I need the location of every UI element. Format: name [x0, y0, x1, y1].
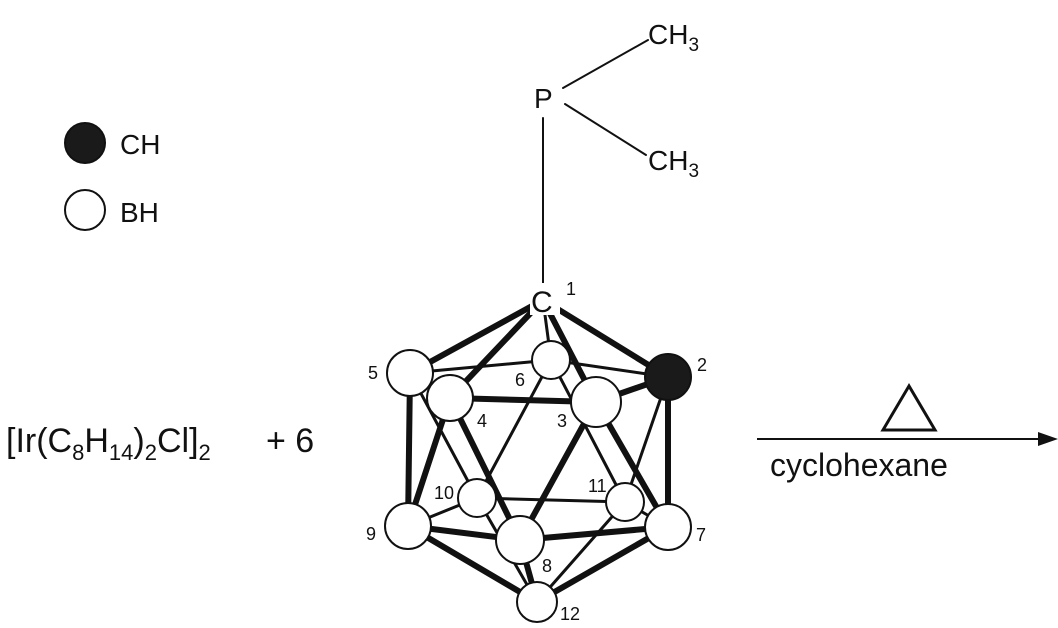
bond-6-11 [549, 358, 627, 504]
atom-number-10: 10 [434, 483, 454, 503]
p-ch3-bond-lower [564, 103, 647, 156]
atom-number-1: 1 [566, 279, 576, 299]
bond-1-5 [407, 297, 546, 376]
boron-atom-12 [516, 581, 558, 623]
bond-11-12 [535, 500, 627, 604]
reaction-arrow: cyclohexane [757, 383, 1058, 483]
arrow-head-icon [1038, 432, 1058, 446]
atom-number-12: 12 [560, 604, 580, 624]
boron-atom-8 [495, 515, 545, 565]
iridium-complex-formula: [Ir(C8H14)2Cl]2 + 6 [6, 422, 314, 465]
carbon-atom-2 [644, 353, 692, 401]
atom-number-11: 11 [588, 476, 607, 496]
ch-legend-label: CH [120, 129, 160, 160]
bh-legend-icon [64, 189, 106, 231]
bh-legend-label: BH [120, 197, 159, 228]
boron-atom-7 [644, 503, 692, 551]
atom-number-7: 7 [696, 525, 706, 545]
iridium-complex-text: [Ir(C8H14)2Cl]2 [6, 422, 211, 465]
p-ch3-bond-upper [562, 39, 649, 89]
boron-atom-9 [384, 502, 432, 550]
phosphorus-label: P [534, 83, 553, 114]
boron-atom-11 [605, 482, 645, 522]
c1-atom-label: C [531, 286, 553, 319]
bond-1-2 [540, 297, 671, 380]
stoichiometric-coefficient: + 6 [266, 422, 314, 460]
atom-number-3: 3 [557, 411, 567, 431]
bond-9-12 [405, 523, 540, 605]
atom-number-8: 8 [542, 556, 552, 576]
methyl-label-lower: CH3 [648, 145, 699, 182]
c1-label-backdrop [530, 283, 560, 315]
dimethylphosphino-group: P CH3 CH3 [534, 19, 699, 287]
boron-atom-4 [426, 374, 474, 422]
atom-number-6: 6 [515, 370, 525, 390]
boron-atom-10 [457, 478, 497, 518]
methyl-label-upper: CH3 [648, 19, 699, 56]
atom-number-9: 9 [366, 524, 376, 544]
bond-3-8 [517, 399, 599, 543]
boron-atom-6 [531, 340, 571, 380]
atom-number-5: 5 [368, 363, 378, 383]
legend: CH BH [64, 122, 160, 231]
atom-number-2: 2 [697, 355, 707, 375]
bond-5-9 [405, 370, 413, 529]
bond-4-8 [447, 395, 523, 543]
carborane-cage: C 1 2 3 4 5 6 7 8 9 10 11 12 [366, 279, 707, 624]
boron-atom-3 [570, 376, 622, 428]
bond-7-12 [534, 524, 671, 605]
atom-number-4: 4 [477, 411, 487, 431]
boron-atom-5 [386, 349, 434, 397]
ch-legend-icon [64, 122, 106, 164]
delta-heat-icon [880, 383, 938, 432]
solvent-condition-label: cyclohexane [770, 447, 948, 483]
